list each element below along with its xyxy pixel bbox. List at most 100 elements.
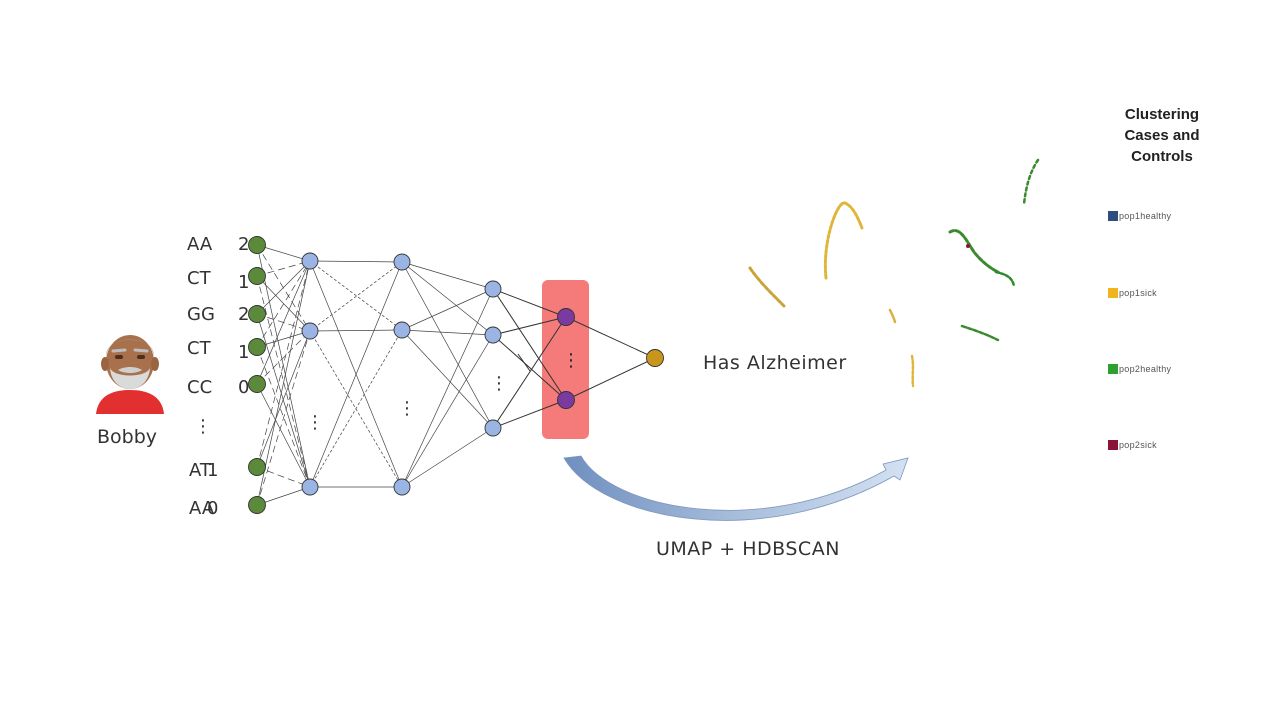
genotype-allele: AA xyxy=(189,498,215,519)
edge-input-h1 xyxy=(256,244,311,332)
genotype-count: 1 xyxy=(238,342,250,363)
node-h1-1 xyxy=(301,322,319,340)
genotype-allele: CC xyxy=(187,377,213,398)
legend-label: pop2sick xyxy=(1119,440,1157,450)
edge-input-h1 xyxy=(256,486,311,506)
legend-swatch xyxy=(1108,211,1118,221)
node-input-0 xyxy=(248,236,266,254)
edge-h2-h3 xyxy=(401,288,494,331)
node-input-2 xyxy=(248,305,266,323)
legend-swatch xyxy=(1108,440,1118,450)
node-h2-1 xyxy=(393,321,411,339)
edge-h3-emb xyxy=(492,288,567,401)
person-name: Bobby xyxy=(97,426,158,448)
node-h1-0 xyxy=(301,252,319,270)
genotype-count: 2 xyxy=(238,304,250,325)
edge-h1-h2 xyxy=(309,261,403,332)
edge-h3-emb xyxy=(492,288,567,318)
legend-item-pop1healthy: pop1healthy xyxy=(1108,211,1171,221)
network-nodes xyxy=(248,236,664,514)
node-input-1 xyxy=(248,267,266,285)
edge-input-h1 xyxy=(256,260,311,506)
cluster-pop2healthy-c xyxy=(994,270,1016,288)
umap-arrow xyxy=(563,455,909,521)
node-h2-2 xyxy=(393,478,411,496)
node-out-0 xyxy=(646,349,664,367)
legend-item-pop2sick: pop2sick xyxy=(1108,440,1157,450)
genotype-count: 1 xyxy=(238,272,250,293)
legend-swatch xyxy=(1108,288,1118,298)
edge-input-h1 xyxy=(256,330,311,348)
node-input-5 xyxy=(248,458,266,476)
edge-h1-h2 xyxy=(309,329,403,332)
edge-emb-out xyxy=(565,316,656,359)
cluster-pop1sick-c xyxy=(888,308,897,324)
genotype-allele: CT xyxy=(187,338,211,359)
cluster-pop2healthy-a xyxy=(1022,158,1040,206)
node-input-3 xyxy=(248,338,266,356)
legend-item-pop2healthy: pop2healthy xyxy=(1108,364,1171,374)
cluster-pop1sick-a xyxy=(823,201,864,280)
edge-input-h1 xyxy=(256,260,311,468)
hidden-layer-3-ellipsis: ⋮ xyxy=(490,373,508,394)
genotype-ellipsis: ⋮ xyxy=(194,416,212,437)
cluster-pop1sick-d xyxy=(910,354,915,388)
output-label: Has Alzheimer xyxy=(703,352,847,374)
edge-input-h1 xyxy=(256,330,311,385)
edge-input-h1 xyxy=(256,260,311,277)
old-man-avatar-icon xyxy=(94,324,166,414)
edge-input-h1 xyxy=(256,383,311,488)
node-h3-0 xyxy=(484,280,502,298)
genotype-count: 0 xyxy=(238,377,250,398)
genotype-allele: GG xyxy=(187,304,215,325)
node-input-4 xyxy=(248,375,266,393)
node-h1-2 xyxy=(301,478,319,496)
edge-h3-emb xyxy=(492,334,567,401)
legend-item-pop1sick: pop1sick xyxy=(1108,288,1157,298)
cluster-pop2healthy-b xyxy=(948,229,1000,274)
edge-h3-emb xyxy=(492,316,567,336)
genotype-allele: AA xyxy=(187,234,213,255)
node-emb-1 xyxy=(557,391,575,409)
edge-emb-out xyxy=(565,357,656,401)
edge-input-h1 xyxy=(256,330,311,506)
edge-input-h1 xyxy=(256,260,311,348)
legend-label: pop1healthy xyxy=(1119,211,1172,221)
edge-input-h1 xyxy=(256,330,311,468)
edge-h2-h3 xyxy=(401,334,494,488)
cluster-pop2healthy-d xyxy=(960,324,1000,342)
node-input-6 xyxy=(248,496,266,514)
cluster-pop1sick-b xyxy=(748,266,786,308)
edge-h2-h3 xyxy=(401,261,494,290)
node-h3-1 xyxy=(484,326,502,344)
genotype-allele: AT xyxy=(189,460,211,481)
edge-h2-h3 xyxy=(401,329,494,429)
genotype-count: 2 xyxy=(238,234,250,255)
hidden-layer-1-ellipsis: ⋮ xyxy=(306,412,324,433)
edge-input-h1 xyxy=(256,313,311,488)
genotype-count: 1 xyxy=(207,460,219,481)
node-h2-0 xyxy=(393,253,411,271)
legend-label: pop1sick xyxy=(1119,288,1157,298)
edge-h3-emb-hint xyxy=(517,353,531,372)
method-label: UMAP + HDBSCAN xyxy=(656,538,840,560)
edge-h2-h3 xyxy=(401,329,494,336)
legend-swatch xyxy=(1108,364,1118,374)
edge-h3-emb xyxy=(492,316,567,429)
legend-title: Clustering Cases and Controls xyxy=(1124,106,1200,165)
edge-h3-emb xyxy=(492,399,567,429)
embedding-layer-ellipsis: ⋮ xyxy=(562,350,580,371)
edge-input-h1 xyxy=(256,260,311,315)
edge-h2-h3 xyxy=(401,261,494,429)
edge-h2-h3 xyxy=(401,288,494,488)
node-emb-0 xyxy=(557,308,575,326)
hidden-layer-2-ellipsis: ⋮ xyxy=(398,398,416,419)
edge-h1-h2 xyxy=(309,260,403,263)
network-edges xyxy=(256,244,656,506)
genotype-allele: CT xyxy=(187,268,211,289)
legend-label: pop2healthy xyxy=(1119,364,1172,374)
edge-h1-h2 xyxy=(309,329,403,488)
edge-h1-h2 xyxy=(309,261,403,488)
edge-h1-h2 xyxy=(309,260,403,331)
